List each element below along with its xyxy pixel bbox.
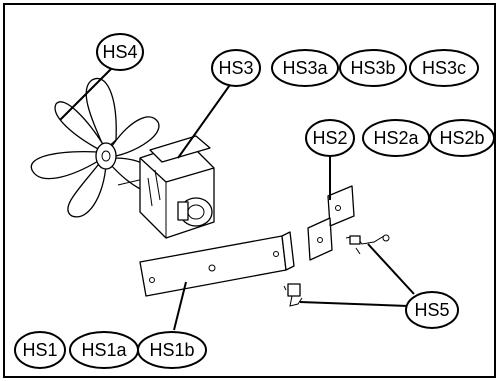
leader-lines [59,61,415,331]
callout-hs1a: HS1a [69,331,139,369]
callout-hs4: HS4 [96,33,144,71]
wire-clip-part [345,234,390,255]
callout-hs2-label: HS2 [312,128,347,148]
callout-hs3-label: HS3 [218,58,253,78]
callout-hs3b: HS3b [339,49,407,87]
callout-hs1-label: HS1 [22,340,57,360]
callout-hs1a-label: HS1a [81,340,127,360]
callout-hs3b-label: HS3b [350,58,395,78]
mounting-bracket-part [139,231,295,297]
callout-hs3c: HS3c [409,49,479,87]
motor-part [117,135,215,239]
callout-hs4-label: HS4 [102,42,137,62]
callout-hs1b: HS1b [137,331,207,369]
wire-clip-small-part [283,283,303,307]
callout-hs1: HS1 [14,331,66,369]
small-bracket-part [307,185,355,261]
callout-hs2b: HS2b [429,119,495,157]
callout-hs3: HS3 [211,49,261,87]
callout-hs2b-label: HS2b [439,128,484,148]
callout-hs1b-label: HS1b [149,340,194,360]
callout-hs2: HS2 [305,119,355,157]
callout-hs2a-label: HS2a [373,128,419,148]
callout-hs5-label: HS5 [414,300,449,320]
callout-hs5: HS5 [405,291,459,329]
callout-hs3c-label: HS3c [422,58,466,78]
callout-hs3a: HS3a [271,49,339,87]
callout-hs2a: HS2a [362,119,430,157]
callout-hs3a-label: HS3a [282,58,328,78]
